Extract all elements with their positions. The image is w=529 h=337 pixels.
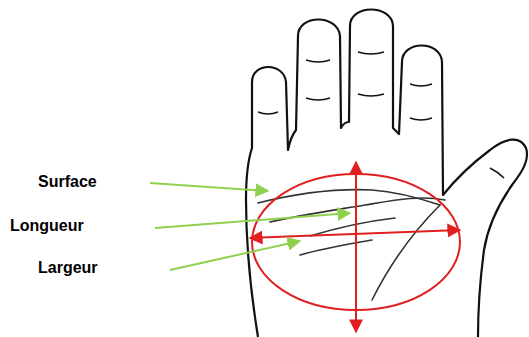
- leader-arrow: [150, 183, 268, 191]
- finger-creases: [258, 52, 504, 178]
- length-arrow: [355, 162, 357, 332]
- part-label: Surface: [38, 172, 97, 191]
- width-arrow: [250, 230, 460, 238]
- part-label: Longueur: [10, 216, 84, 235]
- leader-arrow: [170, 241, 300, 270]
- hand-outline: [246, 10, 527, 337]
- leader-arrow: [155, 213, 350, 228]
- part-label: Largeur: [38, 258, 98, 277]
